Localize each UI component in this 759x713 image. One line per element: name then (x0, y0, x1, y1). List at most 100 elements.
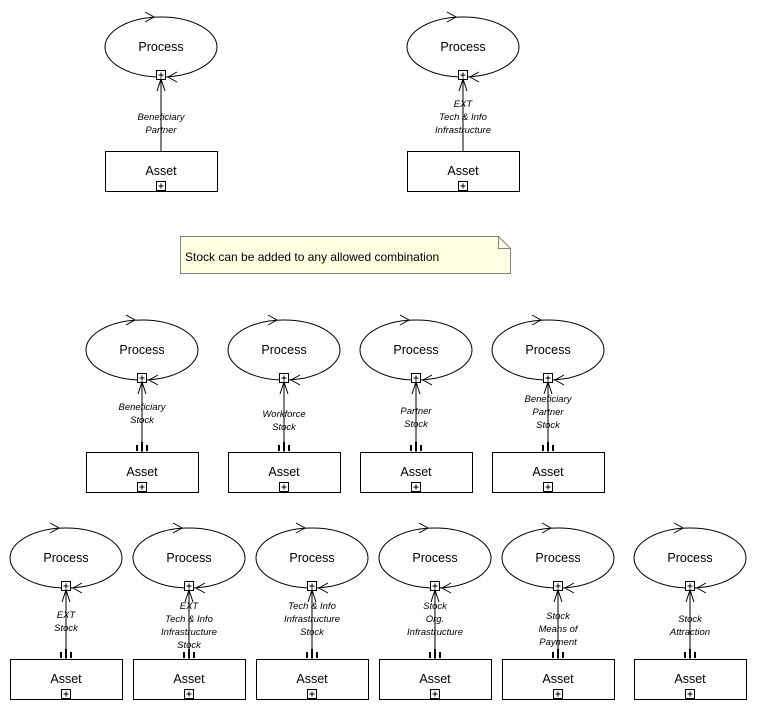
flow-label-line: EXT (454, 99, 474, 110)
asset-node[interactable]: Asset (360, 452, 473, 493)
flow-connector[interactable] (430, 588, 440, 659)
asset-label: Asset (419, 672, 451, 686)
asset-node[interactable]: Asset (492, 452, 605, 493)
asset-expand-icon[interactable] (137, 482, 147, 492)
flow-connector[interactable] (543, 380, 553, 452)
process-node[interactable]: Process (501, 522, 615, 594)
asset-node[interactable]: Asset (256, 659, 369, 700)
flow-label-line: Infrastructure (284, 614, 340, 625)
asset-node[interactable]: Asset (379, 659, 492, 700)
process-node[interactable]: Process (255, 522, 369, 594)
process-node[interactable]: Process (633, 522, 747, 594)
flow-connector[interactable] (184, 588, 194, 659)
flow-label-line: Stock (130, 415, 155, 426)
asset-node[interactable]: Asset (10, 659, 123, 700)
cycle-arrow-icon (673, 522, 685, 534)
flow-connector[interactable] (553, 588, 563, 659)
process-label: Process (43, 551, 88, 565)
process-node[interactable]: Process (132, 522, 246, 594)
flow-connector[interactable] (458, 77, 468, 151)
process-label: Process (535, 551, 580, 565)
arrow-up-icon (307, 588, 317, 603)
process-node[interactable]: Process (406, 11, 520, 83)
process-label: Process (138, 40, 183, 54)
cycle-arrow-icon (418, 522, 430, 534)
stock-marker-icon (60, 649, 72, 658)
cycle-arrow-icon (399, 314, 411, 326)
asset-expand-icon[interactable] (156, 181, 166, 191)
flow-connector[interactable] (61, 588, 71, 659)
asset-node[interactable]: Asset (86, 452, 199, 493)
flow-label-line: Stock (177, 640, 202, 651)
cycle-arrow-icon (531, 314, 543, 326)
stock-marker-icon (429, 649, 441, 658)
process-node[interactable]: Process (491, 314, 605, 386)
flow-label-line: Stock (54, 623, 79, 634)
process-expand-icon[interactable] (543, 373, 553, 383)
stock-marker-icon (410, 442, 422, 451)
cycle-arrow-icon (553, 374, 565, 386)
process-node[interactable]: Process (359, 314, 473, 386)
asset-node[interactable]: Asset (502, 659, 615, 700)
cycle-arrow-icon (194, 582, 206, 594)
stock-marker-icon (136, 442, 148, 451)
cycle-arrow-icon (317, 582, 329, 594)
asset-expand-icon[interactable] (685, 689, 695, 699)
flow-label-line: Workforce (262, 409, 305, 420)
asset-node[interactable]: Asset (407, 151, 520, 192)
process-node[interactable]: Process (104, 11, 218, 83)
asset-expand-icon[interactable] (458, 181, 468, 191)
note: Stock can be added to any allowed combin… (180, 236, 511, 274)
flow-label-line: Tech & Info (288, 601, 336, 612)
process-node[interactable]: Process (85, 314, 199, 386)
arrow-up-icon (685, 588, 695, 603)
asset-label: Asset (674, 672, 706, 686)
process-label: Process (667, 551, 712, 565)
asset-expand-icon[interactable] (184, 689, 194, 699)
flow-label-line: Stock (678, 614, 703, 625)
asset-node[interactable]: Asset (133, 659, 246, 700)
flow-connector[interactable] (411, 380, 421, 452)
asset-node[interactable]: Asset (228, 452, 341, 493)
flow-connector[interactable] (156, 77, 166, 151)
asset-label: Asset (447, 164, 479, 178)
asset-label: Asset (173, 672, 205, 686)
asset-expand-icon[interactable] (279, 482, 289, 492)
arrow-up-icon (411, 380, 421, 395)
flow-label-line: Infrastructure (435, 125, 491, 136)
flow-connector[interactable] (137, 380, 147, 452)
asset-node[interactable]: Asset (105, 151, 218, 192)
cycle-arrow-icon (166, 71, 178, 83)
asset-expand-icon[interactable] (411, 482, 421, 492)
cycle-arrow-icon (289, 374, 301, 386)
flow-connector[interactable] (279, 380, 289, 452)
asset-expand-icon[interactable] (553, 689, 563, 699)
process-node[interactable]: Process (227, 314, 341, 386)
asset-label: Asset (542, 672, 574, 686)
flow-label-line: Partner (400, 406, 432, 417)
asset-expand-icon[interactable] (61, 689, 71, 699)
process-node[interactable]: Process (9, 522, 123, 594)
asset-label: Asset (50, 672, 82, 686)
arrow-up-icon (553, 588, 563, 603)
asset-expand-icon[interactable] (543, 482, 553, 492)
flow-connector[interactable] (307, 588, 317, 659)
asset-expand-icon[interactable] (307, 689, 317, 699)
flow-label-line: Stock (546, 611, 571, 622)
flow-connector[interactable] (685, 588, 695, 659)
cycle-arrow-icon (446, 11, 458, 23)
asset-node[interactable]: Asset (634, 659, 747, 700)
flow-label-line: Beneficiary (119, 402, 167, 413)
process-node[interactable]: Process (378, 522, 492, 594)
asset-expand-icon[interactable] (430, 689, 440, 699)
flow-label-line: Attraction (669, 627, 710, 638)
flow-label-line: Payment (539, 637, 577, 648)
